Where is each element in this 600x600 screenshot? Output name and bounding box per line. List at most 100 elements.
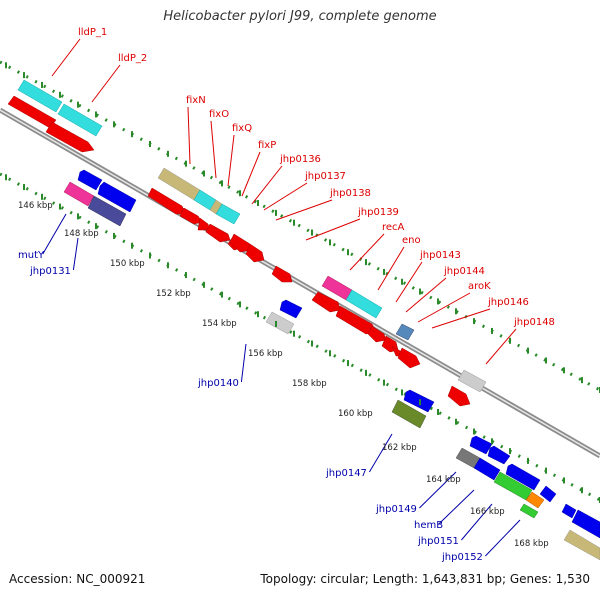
gene-label-jhp0136[interactable]: jhp0136 [279,154,321,165]
leader-line [395,261,423,303]
leader-line [251,165,283,205]
gene-label-mutY[interactable]: mutY [18,250,45,261]
kbp-tick-label: 158 kbp [292,379,327,389]
cyan-feature [215,203,241,225]
leader-line [438,489,475,525]
gene-label-jhp0151[interactable]: jhp0151 [417,536,459,547]
gene-label-jhp0139[interactable]: jhp0139 [357,207,399,218]
gene-arrow-jhp0151[interactable] [539,485,557,503]
gene-label-jhp0140[interactable]: jhp0140 [197,378,239,389]
gene-arrow-jhp0137[interactable] [229,233,253,253]
green-feature [519,503,539,519]
kbp-tick-label: 166 kbp [470,507,505,517]
leader-line [417,292,471,323]
magenta-feature [63,181,95,207]
silver-feature [457,369,487,393]
gene-arrow-jhp0139[interactable] [271,265,293,283]
kbp-tick-label: 164 kbp [426,475,461,485]
gene-arrow-jhp0138[interactable] [245,243,265,263]
leader-line [263,182,308,211]
gene-label-jhp0143[interactable]: jhp0143 [419,250,461,261]
gene-label-jhp0152[interactable]: jhp0152 [441,552,483,563]
leader-line [227,134,235,187]
gene-arrow-jhp0151[interactable] [505,463,541,491]
gene-arrow-jhp0140[interactable] [279,299,303,319]
kbp-tick-label: 162 kbp [382,443,417,453]
leader-line [210,120,217,179]
leader-line [431,308,491,329]
kbp-tick-label: 160 kbp [338,409,373,419]
gene-label-jhp0146[interactable]: jhp0146 [487,297,529,308]
leader-line [377,246,405,291]
gene-label-jhp0131[interactable]: jhp0131 [29,266,71,277]
dotted-guide-line [0,60,600,392]
gene-label-fixN[interactable]: fixN [186,95,206,106]
gene-label-jhp0149[interactable]: jhp0149 [375,504,417,515]
backbone-highlight [0,109,600,457]
leader-line [305,218,361,241]
genome-backbone [0,107,600,459]
kbp-tick-label: 154 kbp [202,319,237,329]
gene-label-jhp0148[interactable]: jhp0148 [513,317,555,328]
silver-feature [265,311,295,335]
accession-text: Accession: NC_000921 [9,572,146,586]
gene-label-lldP_2[interactable]: lldP_2 [118,53,147,64]
gene-arrow-jhp0152[interactable] [561,503,577,519]
kbp-tick-label: 152 kbp [156,289,191,299]
topology-text: Topology: circular; Length: 1,643,831 bp… [260,572,590,586]
leader-line [368,433,393,473]
gene-label-jhp0137[interactable]: jhp0137 [304,171,346,182]
gene-label-fixO[interactable]: fixO [209,109,229,120]
gene-arrow-fixO[interactable] [179,207,203,225]
leader-line [42,213,67,255]
gene-label-recA[interactable]: recA [382,222,405,233]
leader-line [419,471,457,509]
gene-arrow-jhp0148[interactable] [447,385,471,407]
gene-arrow-jhp0149[interactable] [487,445,511,465]
gene-label-eno[interactable]: eno [402,235,421,246]
leader-line [275,199,333,221]
feature-blocks [7,79,600,561]
leader-line [51,38,81,77]
kbp-tick-label: 168 kbp [514,539,549,549]
gene-label-jhp0144[interactable]: jhp0144 [443,266,485,277]
gene-arrow-jhp0143[interactable] [367,325,387,343]
map-title: Helicobacter pylori J99, complete genome [163,9,437,24]
gene-arrow-jhp0146[interactable] [397,347,421,369]
gene-arrow-lldP_2[interactable] [45,121,95,153]
gene-arrow-recA[interactable] [311,291,341,313]
gene-label-jhp0147[interactable]: jhp0147 [325,468,367,479]
leader-line [91,64,121,103]
dotted-guide-line [0,172,600,502]
kbp-tick-label: 146 kbp [18,201,53,211]
gene-arrow-mutY[interactable] [77,169,103,191]
gene-label-fixQ[interactable]: fixQ [232,123,252,134]
kbp-tick-label: 156 kbp [248,349,283,359]
kbp-ticks [5,62,600,503]
cyan-feature [57,103,103,137]
dotted-guides [0,60,600,502]
gene-label-fixP[interactable]: fixP [258,140,276,151]
gene-arrow-jhp0149[interactable] [469,435,493,455]
gene-label-hemB[interactable]: hemB [414,520,443,531]
gene-arrow-jhp0152[interactable] [571,509,600,539]
khaki-feature [563,529,600,561]
leader-line [349,233,385,271]
gene-label-aroK[interactable]: aroK [468,281,491,292]
kbp-tick-label: 148 kbp [64,229,99,239]
gene-label-lldP_1[interactable]: lldP_1 [78,27,107,38]
leader-line [485,328,517,365]
gene-label-jhp0138[interactable]: jhp0138 [329,188,371,199]
gene-arrow-hemB[interactable] [473,457,501,481]
cyan-feature [345,289,383,319]
orange-feature [525,491,545,509]
gene-arrow-fixP[interactable] [205,223,231,243]
steelblue-feature [395,323,415,341]
leader-line [187,106,191,165]
leader-line [72,237,79,271]
leader-line [240,343,247,383]
olive-feature [391,399,427,429]
gene-arrow-jhp0131[interactable] [97,181,137,213]
